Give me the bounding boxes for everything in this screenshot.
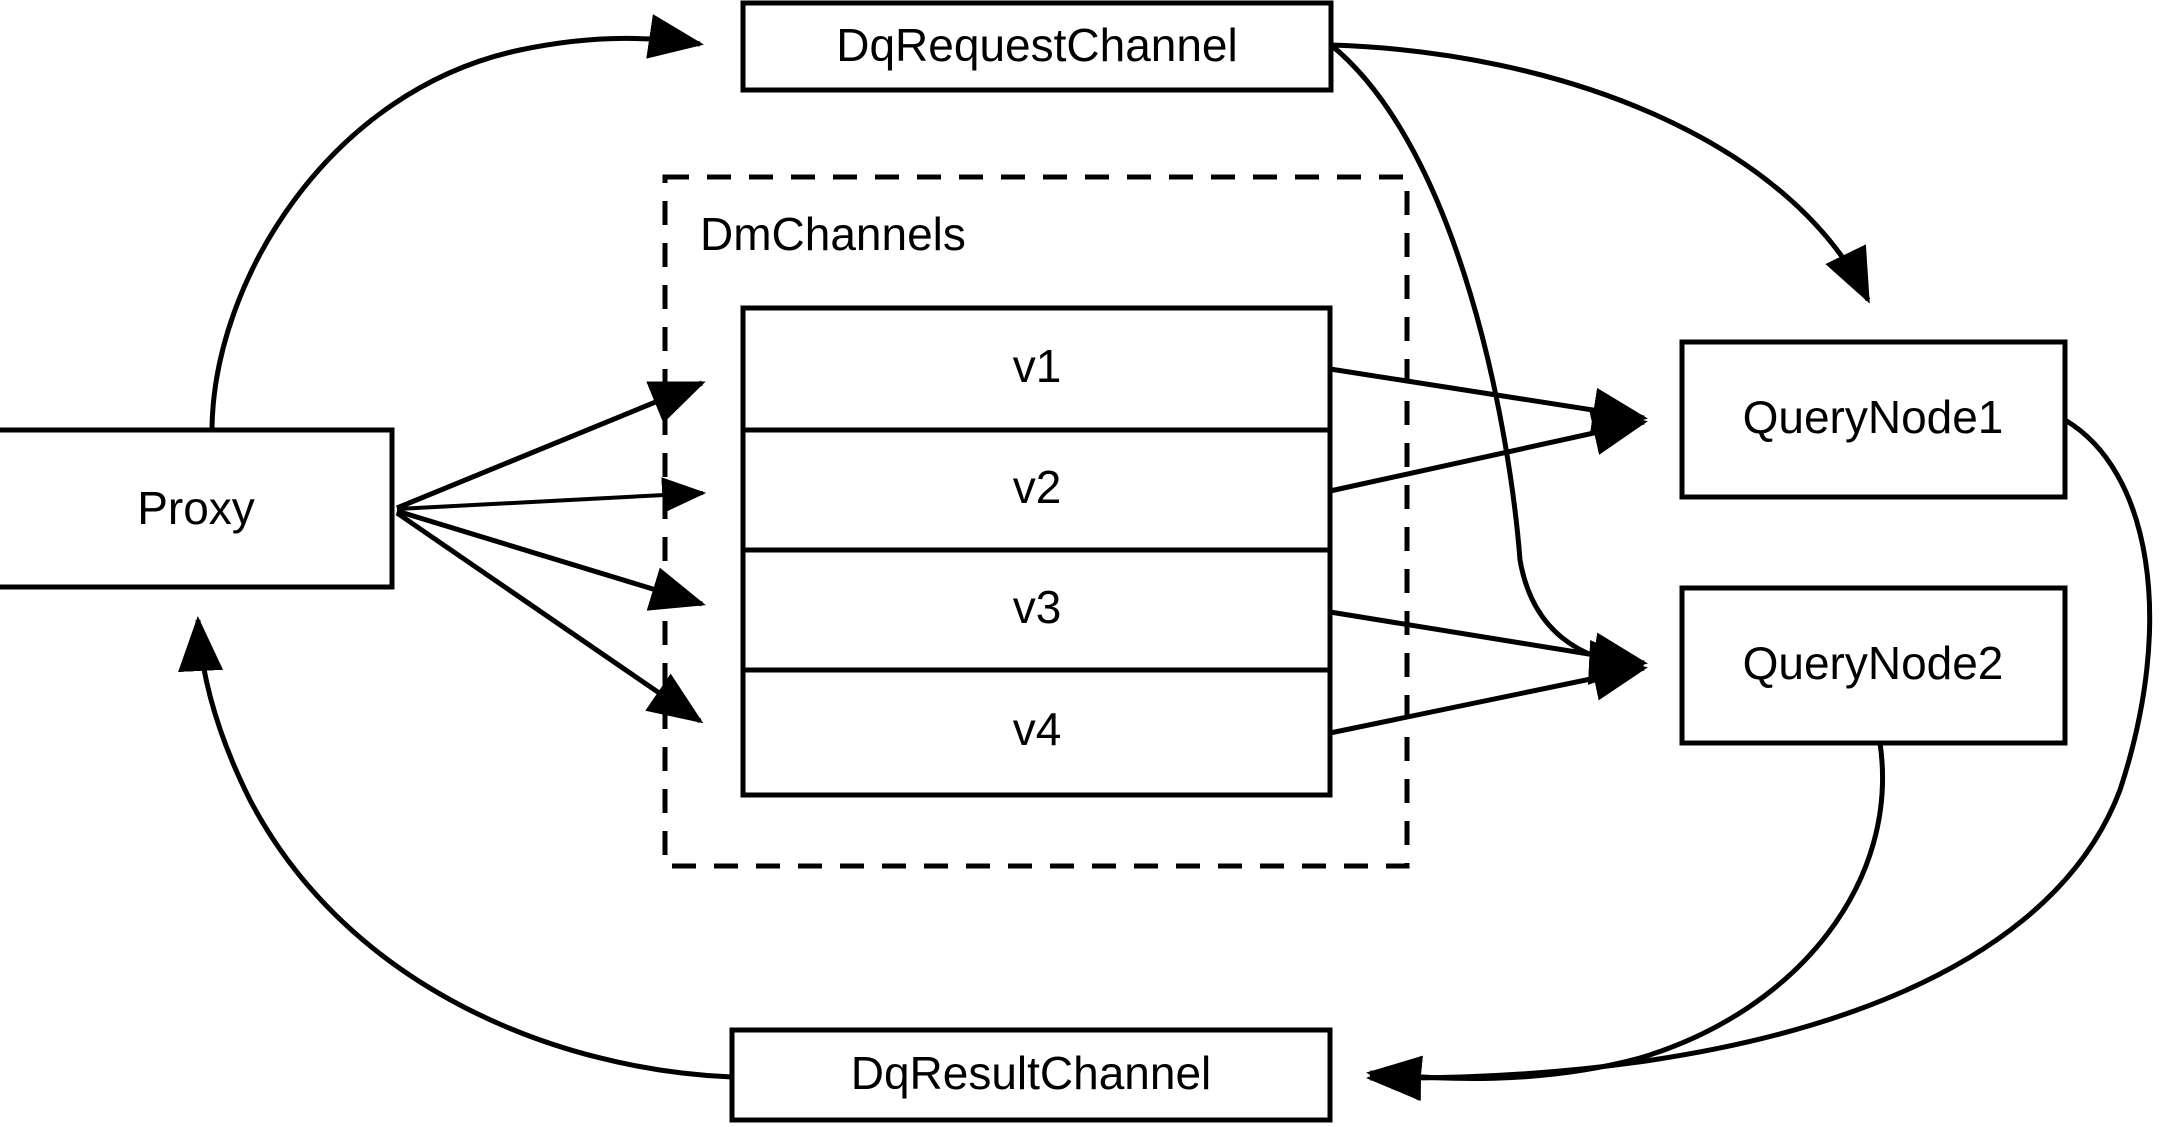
edge-v1-to-query-node-1 xyxy=(1329,366,1648,433)
query-node-1-label: QueryNode1 xyxy=(1743,391,2004,443)
edge-proxy-to-v4 xyxy=(395,510,704,724)
edge-query-node-2-to-dq-result-channel xyxy=(1366,742,1886,1101)
query-node-2-box[interactable] xyxy=(1679,585,2068,746)
edge-v3-to-query-node-2 xyxy=(1329,609,1648,678)
dq-result-channel-box[interactable] xyxy=(729,1027,1333,1123)
edge-dq-request-channel-to-query-node-1 xyxy=(1330,42,1871,304)
shard-label-v3: v3 xyxy=(1013,581,1062,633)
edge-proxy-to-v3 xyxy=(396,508,706,611)
dm-channels-label: DmChannels xyxy=(700,208,966,260)
query-node-2-label: QueryNode2 xyxy=(1743,637,2004,689)
proxy-node-box[interactable] xyxy=(0,427,395,590)
edge-v4-to-query-node-2 xyxy=(1329,656,1648,736)
edge-query-node-1-to-dq-result-channel xyxy=(1366,417,2153,1102)
proxy-node-label: Proxy xyxy=(137,482,255,534)
edge-dq-result-channel-to-proxy xyxy=(178,616,733,1080)
edge-dq-request-channel-to-query-node-2 xyxy=(1329,43,1644,685)
dq-result-channel-label: DqResultChannel xyxy=(851,1047,1212,1099)
shard-label-v1: v1 xyxy=(1013,340,1062,392)
edge-proxy-to-v2 xyxy=(396,477,707,514)
dq-request-channel-box[interactable] xyxy=(740,0,1334,93)
edge-proxy-to-dq-request-channel xyxy=(209,14,704,429)
edge-v2-to-query-node-1 xyxy=(1329,410,1648,494)
shard-label-v4: v4 xyxy=(1013,703,1062,755)
edge-proxy-to-v1 xyxy=(396,380,706,511)
query-node-1-box[interactable] xyxy=(1679,339,2068,500)
shard-label-v2: v2 xyxy=(1013,461,1062,513)
dq-request-channel-label: DqRequestChannel xyxy=(836,19,1238,71)
